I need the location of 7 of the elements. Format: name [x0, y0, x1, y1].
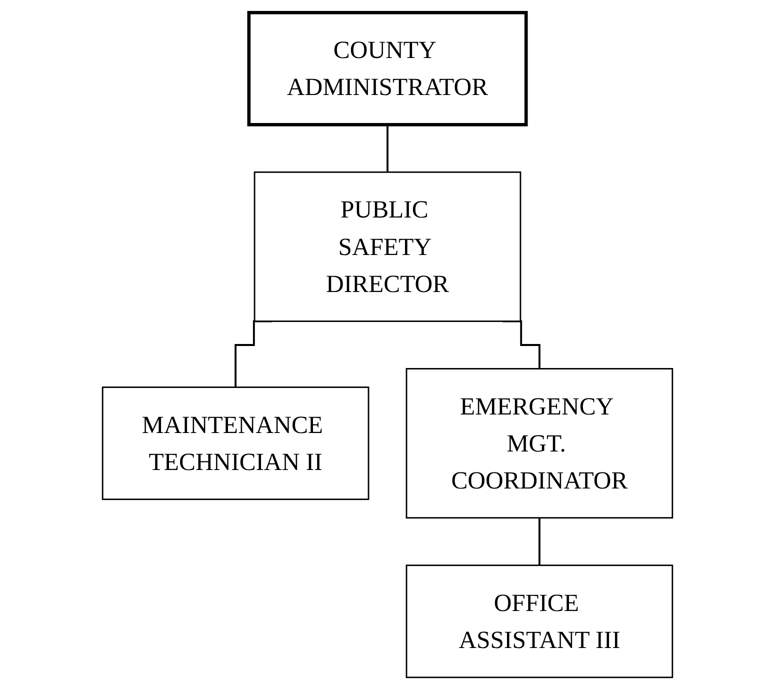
node-box: COUNTY ADMINISTRATOR — [248, 10, 528, 126]
connector — [539, 516, 541, 566]
connector — [387, 124, 389, 174]
node-box: MAINTENANCE TECHNICIAN II — [102, 386, 370, 500]
node-box: OFFICE ASSISTANT III — [406, 564, 674, 678]
node-box: EMERGENCY MGT. COORDINATOR — [406, 368, 674, 519]
node-box: PUBLIC SAFETY DIRECTOR — [254, 171, 522, 322]
